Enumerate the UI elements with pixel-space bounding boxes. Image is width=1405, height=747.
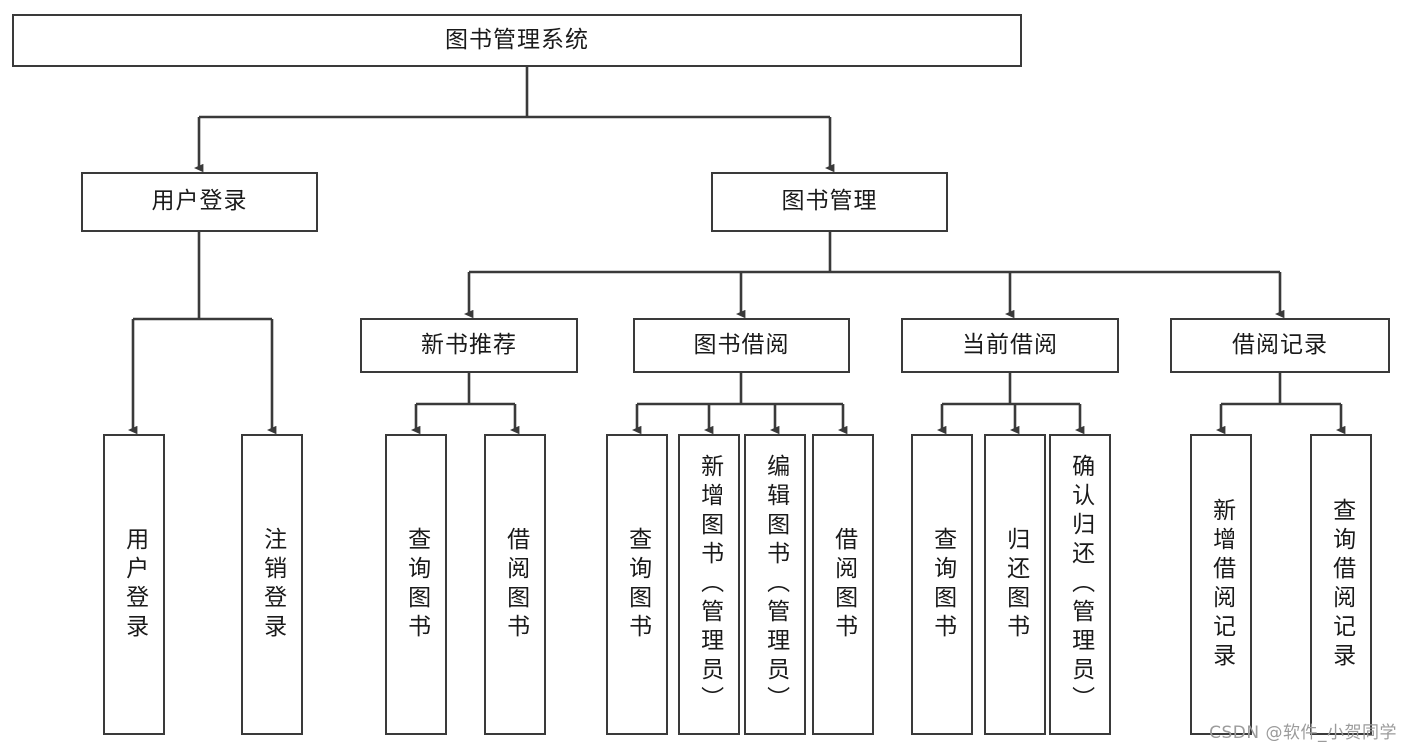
node-root-label: 图书管理系统	[445, 26, 589, 53]
edges-newbook-to-leaves	[411, 373, 520, 435]
leaf-query-book-2-label: 查询图书	[624, 526, 651, 643]
leaf-add-record[interactable]: 新增借阅记录	[1190, 434, 1252, 735]
leaf-return-book-label: 归还图书	[1002, 526, 1029, 643]
node-new-book-rec[interactable]: 新书推荐	[360, 318, 578, 373]
leaf-query-book-1-label: 查询图书	[403, 526, 430, 643]
node-book-borrow-label: 图书借阅	[693, 331, 790, 358]
node-user-login-label: 用户登录	[151, 188, 248, 215]
leaf-query-book-1[interactable]: 查询图书	[385, 434, 447, 735]
leaf-query-book-2[interactable]: 查询图书	[606, 434, 668, 735]
leaf-query-book-3-label: 查询图书	[929, 526, 956, 643]
leaf-user-logout-label: 注销登录	[259, 526, 286, 643]
leaf-borrow-book-1[interactable]: 借阅图书	[484, 434, 546, 735]
leaf-confirm-return[interactable]: 确认归还（管理员）	[1049, 434, 1111, 735]
node-book-manage[interactable]: 图书管理	[711, 172, 948, 232]
node-book-manage-label: 图书管理	[781, 188, 878, 215]
node-new-book-rec-label: 新书推荐	[421, 331, 517, 358]
edges-root-to-level2	[194, 67, 835, 173]
leaf-query-record-label: 查询借阅记录	[1328, 497, 1355, 672]
leaf-add-record-label: 新增借阅记录	[1208, 497, 1235, 672]
node-user-login[interactable]: 用户登录	[81, 172, 318, 232]
leaf-borrow-book-2-label: 借阅图书	[830, 526, 857, 643]
leaf-borrow-book-1-label: 借阅图书	[502, 526, 529, 643]
leaf-query-book-3[interactable]: 查询图书	[911, 434, 973, 735]
edges-bookmanage-to-level3	[464, 232, 1285, 319]
leaf-return-book[interactable]: 归还图书	[984, 434, 1046, 735]
node-book-borrow[interactable]: 图书借阅	[633, 318, 850, 373]
node-current-borrow-label: 当前借阅	[962, 331, 1058, 358]
watermark: CSDN @软件_小贺同学	[1209, 723, 1397, 743]
edges-currentborrow-to-leaves	[937, 373, 1085, 435]
leaf-add-book[interactable]: 新增图书（管理员）	[678, 434, 740, 735]
leaf-user-login-label: 用户登录	[121, 526, 148, 643]
edges-userlogin-to-leaves	[128, 232, 277, 435]
leaf-confirm-return-label: 确认归还（管理员）	[1067, 454, 1094, 715]
edges-bookborrow-to-leaves	[632, 373, 848, 435]
leaf-edit-book-label: 编辑图书（管理员）	[762, 454, 789, 715]
leaf-edit-book[interactable]: 编辑图书（管理员）	[744, 434, 806, 735]
leaf-query-record[interactable]: 查询借阅记录	[1310, 434, 1372, 735]
leaf-borrow-book-2[interactable]: 借阅图书	[812, 434, 874, 735]
leaf-add-book-label: 新增图书（管理员）	[696, 454, 723, 715]
node-borrow-record[interactable]: 借阅记录	[1170, 318, 1390, 373]
node-borrow-record-label: 借阅记录	[1232, 331, 1328, 358]
edges-borrowrecord-to-leaves	[1216, 373, 1346, 435]
node-current-borrow[interactable]: 当前借阅	[901, 318, 1119, 373]
leaf-user-login[interactable]: 用户登录	[103, 434, 165, 735]
leaf-user-logout[interactable]: 注销登录	[241, 434, 303, 735]
node-root[interactable]: 图书管理系统	[12, 14, 1022, 67]
